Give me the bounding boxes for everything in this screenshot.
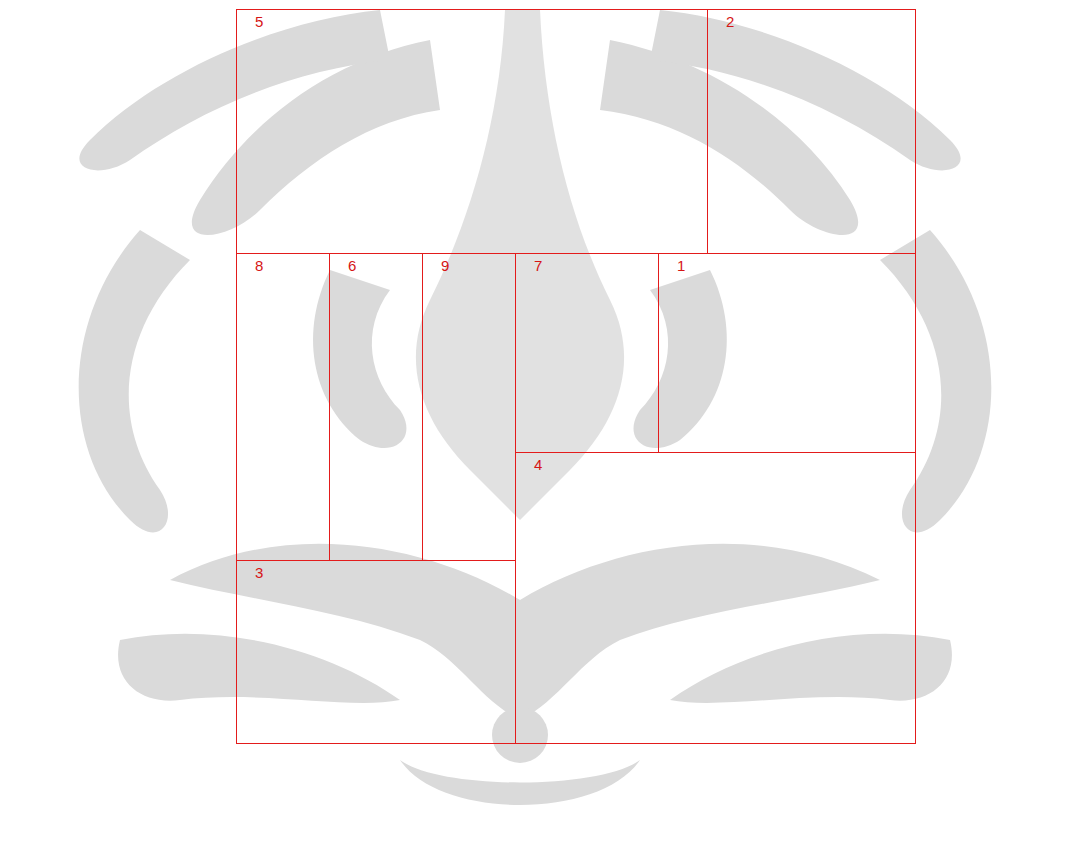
callout-number: 9	[441, 257, 449, 274]
partition-rect: 7	[515, 253, 659, 453]
callout-number: 5	[255, 13, 263, 30]
partition-rect: 8	[236, 253, 330, 561]
callout-number: 7	[534, 257, 542, 274]
callout-number: 4	[534, 456, 542, 473]
callout-number: 2	[726, 13, 734, 30]
partition-rect: 3	[236, 560, 516, 744]
callout-number: 1	[677, 257, 685, 274]
callout-number: 8	[255, 257, 263, 274]
partition-rect: 9	[422, 253, 516, 561]
partition-rect: 2	[707, 9, 916, 254]
partition-rect: 4	[515, 452, 916, 744]
partition-rect: 1	[658, 253, 916, 453]
callout-number: 3	[255, 564, 263, 581]
partition-rect: 5	[236, 9, 708, 254]
partition-rect: 6	[329, 253, 423, 561]
callout-number: 6	[348, 257, 356, 274]
